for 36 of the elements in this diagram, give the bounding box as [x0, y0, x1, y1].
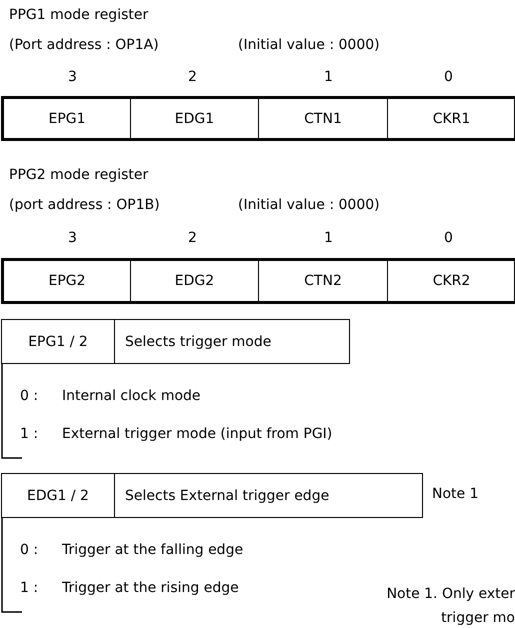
bit-number: 1 — [324, 229, 333, 247]
bit-number: 1 — [324, 68, 333, 86]
value-description: External trigger mode (input from PGI) — [62, 425, 332, 443]
bit-number: 2 — [188, 229, 197, 247]
bit-name-cell: EPG1 / 2 — [1, 319, 115, 364]
bit-field: CTN2 — [259, 261, 388, 301]
initial-value: (Initial value : 0000) — [238, 196, 380, 214]
bit-field: EPG2 — [4, 261, 131, 301]
bit-field: CKR1 — [388, 99, 515, 138]
bit-value: 1 : — [20, 425, 38, 443]
bit-value: 0 : — [20, 387, 38, 405]
bit-number: 2 — [188, 68, 197, 86]
value-description: Internal clock mode — [62, 387, 201, 405]
bit-field: EPG1 — [4, 99, 131, 138]
bit-field: CKR2 — [388, 261, 515, 301]
register-title: PPG2 mode register — [9, 166, 148, 184]
note-text: Note 1. Only exter trigger mo — [386, 585, 515, 628]
bit-value: 0 : — [20, 541, 38, 559]
bit-name-cell: EDG1 / 2 — [1, 473, 115, 518]
description-cell: Selects trigger mode — [114, 319, 350, 364]
bit-number: 0 — [444, 68, 453, 86]
bit-field: CTN1 — [259, 99, 388, 138]
note-marker: Note 1 — [432, 485, 478, 503]
bit-value: 1 : — [20, 579, 38, 597]
bit-number: 3 — [68, 229, 77, 247]
port-address: (Port address : OP1A) — [9, 36, 159, 54]
bit-number: 3 — [68, 68, 77, 86]
initial-value: (Initial value : 0000) — [238, 36, 380, 54]
bit-number: 0 — [444, 229, 453, 247]
value-description: Trigger at the falling edge — [62, 541, 244, 559]
bit-field: EDG2 — [131, 261, 259, 301]
value-description: Trigger at the rising edge — [62, 579, 239, 597]
bit-field: EDG1 — [131, 99, 259, 138]
description-cell: Selects External trigger edge — [114, 473, 423, 518]
port-address: (port address : OP1B) — [9, 196, 160, 214]
register-title: PPG1 mode register — [9, 6, 148, 24]
